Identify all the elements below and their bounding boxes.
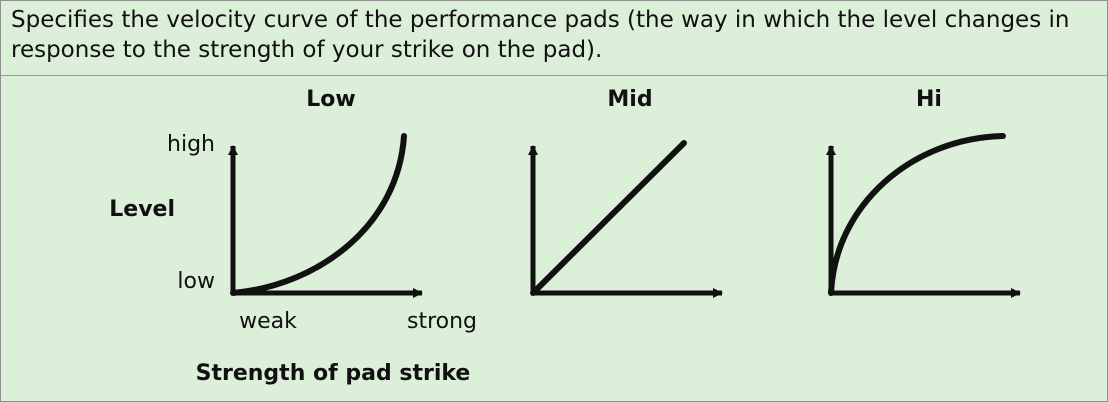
curve-label-hi: Hi — [916, 87, 942, 112]
axis-label-high: high — [167, 132, 215, 157]
curve-line-hi — [828, 133, 1006, 296]
description-line-2: response to the strength of your strike … — [11, 37, 603, 63]
section-divider — [1, 75, 1107, 76]
axis-title-level: Level — [109, 197, 175, 222]
description-text: Specifies the velocity curve of the perf… — [11, 5, 1091, 69]
graph-mid — [528, 140, 723, 298]
curve-label-low: Low — [306, 87, 355, 112]
axis-title-strength: Strength of pad strike — [196, 361, 471, 386]
axis-label-strong: strong — [407, 309, 477, 334]
graph-low — [228, 133, 423, 298]
curve-line-mid — [530, 140, 687, 296]
description-line-1: Specifies the velocity curve of the perf… — [11, 7, 1070, 33]
curve-line-low — [230, 133, 407, 296]
axis-label-low: low — [177, 269, 215, 294]
graph-hi — [826, 133, 1021, 298]
axis-label-weak: weak — [239, 309, 297, 334]
curve-label-mid: Mid — [607, 87, 652, 112]
